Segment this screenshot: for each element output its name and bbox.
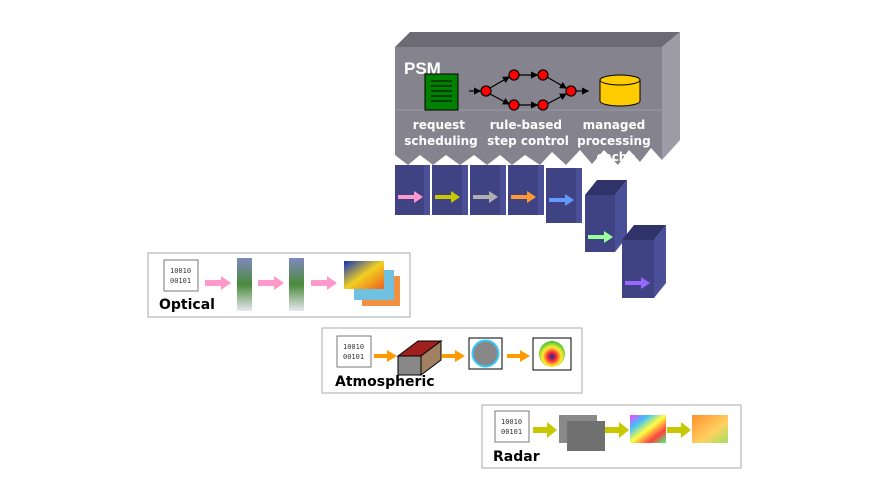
elevation-map-icon [692,415,728,443]
document-icon [424,73,459,111]
label-processing-cache: managed processing cache [577,118,655,164]
processing-step-block [546,168,582,223]
ozone-map-icon [532,337,572,371]
processor-name-radar: Radar [493,449,540,465]
sar-image-stack-icon [559,415,605,451]
processor-name-optical: Optical [159,297,215,313]
flow-arrow-icon [398,191,423,203]
workflow-graph-icon [469,69,590,111]
processing-step-block [622,225,666,298]
label-step-control: rule-based step control [487,118,569,148]
processing-step-block [395,165,430,215]
flow-arrows [533,422,691,438]
flow-arrows [374,350,530,362]
psm-title: PSM [404,59,441,78]
processing-steps [395,165,666,298]
flow-arrow-icon [473,191,498,203]
flow-arrows [205,276,337,290]
satellite-image-icon [289,258,304,311]
binary-data-icon [494,410,530,443]
globe-swath-icon [468,337,503,370]
data-cube-icon [396,340,443,376]
binary-data-icon [336,335,372,368]
flow-arrow-icon [435,191,460,203]
psm-block: PSM request schedul [395,32,680,165]
psm-side-face [662,32,680,160]
flow-arrow-icon [588,231,613,243]
processor-name-atmospheric: Atmospheric [335,374,435,390]
interferogram-icon [630,415,666,443]
binary-data-icon [163,259,199,292]
psm-top-face [395,32,680,47]
processing-step-block [470,165,506,215]
satellite-image-icon [237,258,252,311]
flow-arrow-icon [511,191,536,203]
database-icon [599,74,641,107]
europe-map-stack-icon [344,261,400,306]
processing-step-block [508,165,544,215]
processing-step-block [432,165,468,215]
flow-arrow-icon [549,194,574,206]
processing-step-block [585,180,627,252]
psm-front-face [395,47,662,165]
flow-arrow-icon [625,277,650,289]
label-request-scheduling: request scheduling [404,118,477,148]
